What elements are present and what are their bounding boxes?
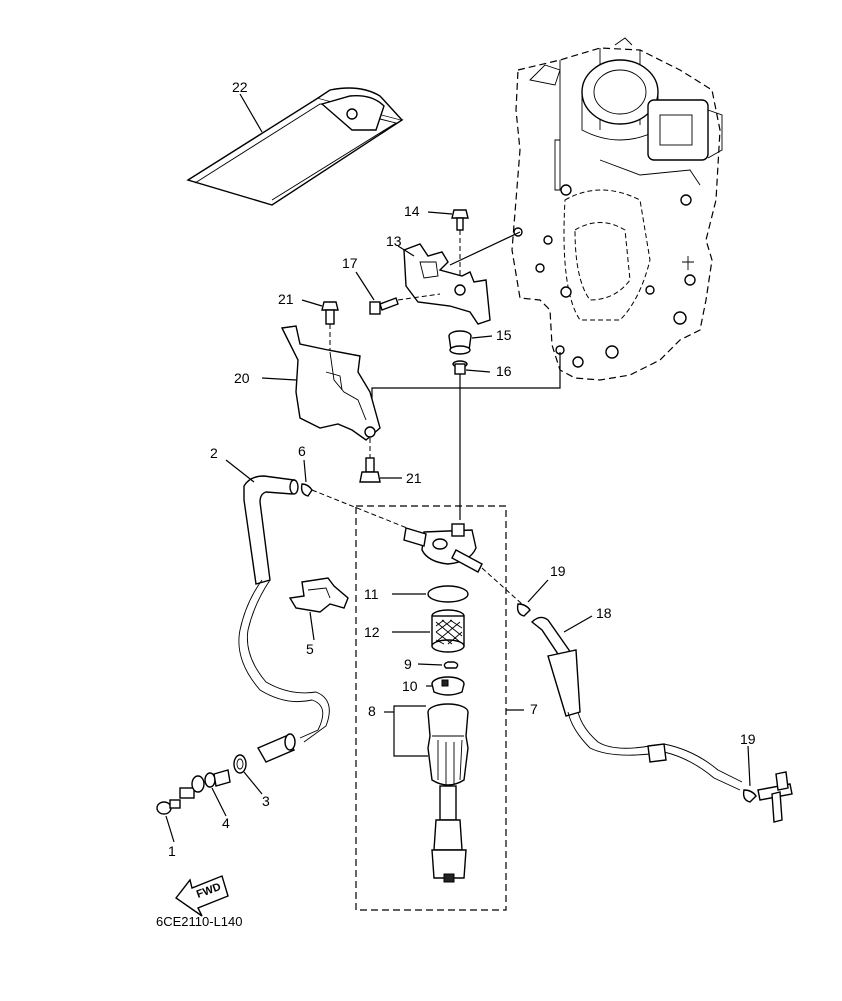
leader-19-upper xyxy=(527,579,549,603)
diagram-code: 6CE2110-L140 xyxy=(156,914,243,929)
engine-block xyxy=(511,37,723,381)
callout-5: 5 xyxy=(306,641,314,657)
filter-assembly-box xyxy=(355,505,507,911)
bolt-part-17 xyxy=(369,297,399,315)
callout-4: 4 xyxy=(222,815,230,831)
leader-19-lower xyxy=(747,745,751,787)
holder-part-5 xyxy=(288,577,349,613)
clip-part-6 xyxy=(300,483,313,497)
clip-part-9 xyxy=(443,661,459,669)
hose-end-part-2 xyxy=(257,733,296,763)
callout-16: 16 xyxy=(496,363,512,379)
clip-part-19-upper xyxy=(516,603,531,617)
clamp-part-3 xyxy=(233,754,247,774)
filter-cup-part-8 xyxy=(427,703,469,883)
axis-6 xyxy=(311,489,413,531)
axis-head-outlet xyxy=(481,567,523,605)
tool-pouch-part-22 xyxy=(186,87,404,206)
callout-22: 22 xyxy=(232,79,248,95)
leader-22 xyxy=(239,93,263,133)
collar-part-16 xyxy=(452,360,468,375)
bracket-8 xyxy=(393,705,428,757)
bolt-part-14 xyxy=(451,209,469,231)
o-ring-part-11 xyxy=(427,585,469,603)
bolt-part-21-upper xyxy=(321,301,339,325)
axis-17 xyxy=(397,293,441,301)
leader-2 xyxy=(225,459,255,483)
leader-5 xyxy=(309,611,315,641)
bolt-part-21-lower xyxy=(359,457,381,483)
callout-17: 17 xyxy=(342,255,358,271)
leader-3 xyxy=(243,771,263,795)
bracket-part-13 xyxy=(403,243,491,325)
leader-4 xyxy=(211,787,227,817)
callout-1: 1 xyxy=(168,843,176,859)
tee-fitting xyxy=(757,771,793,823)
callout-10: 10 xyxy=(402,678,418,694)
leader-18 xyxy=(563,615,593,633)
leader-17 xyxy=(355,271,375,301)
float-part-10 xyxy=(431,676,465,696)
callout-21b: 21 xyxy=(406,470,422,486)
callout-2: 2 xyxy=(210,445,218,461)
callout-18: 18 xyxy=(596,605,612,621)
bracket-part-20 xyxy=(280,325,381,441)
callout-14: 14 xyxy=(404,203,420,219)
fwd-arrow-icon: FWD xyxy=(174,875,229,917)
callout-19b: 19 xyxy=(740,731,756,747)
plug-part-1 xyxy=(156,799,181,815)
callout-3: 3 xyxy=(262,793,270,809)
callout-19a: 19 xyxy=(550,563,566,579)
callout-11: 11 xyxy=(364,586,379,602)
leader-15 xyxy=(471,335,493,339)
leader-16 xyxy=(465,369,491,373)
callout-20: 20 xyxy=(234,370,250,386)
leader-13 xyxy=(397,245,415,257)
callout-7: 7 xyxy=(530,701,538,717)
leader-1 xyxy=(165,815,175,843)
callout-15: 15 xyxy=(496,327,512,343)
leader-9 xyxy=(417,663,443,666)
leader-6 xyxy=(303,459,307,483)
callout-9: 9 xyxy=(404,656,412,672)
hose-part-18 xyxy=(530,616,743,791)
filter-element-part-12 xyxy=(431,609,465,653)
callout-12: 12 xyxy=(364,624,380,640)
leader-engine-bracket xyxy=(449,231,521,266)
clip-part-19-lower xyxy=(742,789,757,803)
grommet-part-15 xyxy=(448,330,472,355)
connector-part-4 xyxy=(179,769,231,799)
leader-21-upper xyxy=(301,299,323,307)
callout-8: 8 xyxy=(368,703,376,719)
filter-head xyxy=(403,523,483,573)
callout-6: 6 xyxy=(298,443,306,459)
callout-13: 13 xyxy=(386,233,402,249)
leader-14 xyxy=(427,211,453,215)
leader-20 xyxy=(261,377,297,381)
callout-21a: 21 xyxy=(278,291,294,307)
